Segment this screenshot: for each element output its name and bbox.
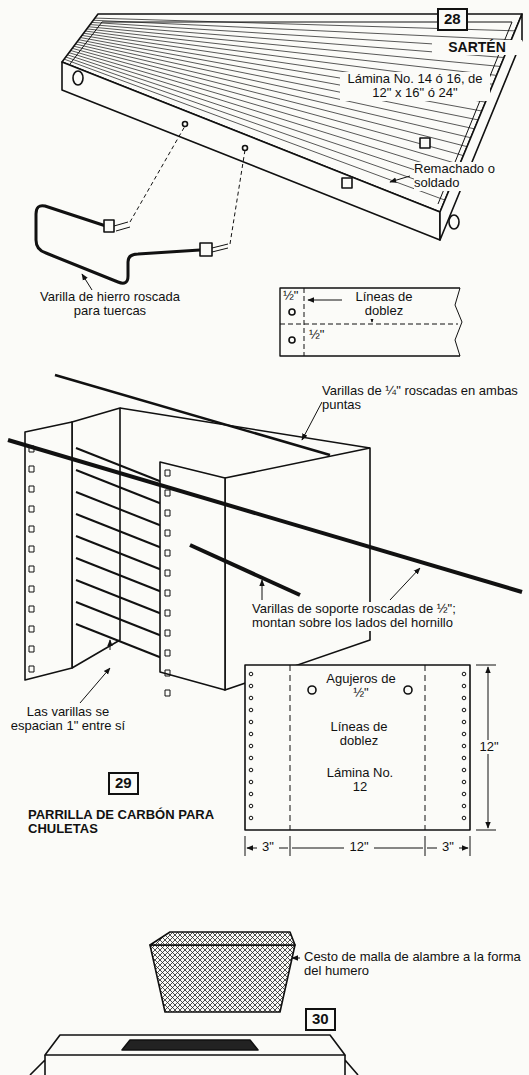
plate-hole: [165, 530, 170, 536]
sheet-hole: [462, 684, 466, 688]
sheet-hole: [462, 720, 466, 724]
dimension: 3": [257, 840, 279, 854]
plate-hole: [165, 670, 170, 676]
callout-number: 30: [305, 1008, 336, 1031]
grill-drawing: [8, 375, 522, 703]
threaded-rod-handle: [36, 126, 245, 283]
bend-detail: [280, 288, 462, 356]
sheet-hole: [462, 816, 466, 820]
sheet-hole: [249, 696, 253, 700]
spec-label: Lámina No. 12: [325, 766, 395, 795]
plate-hole: [165, 570, 170, 576]
callout-number: 28: [444, 11, 461, 28]
dimension: ½": [309, 328, 329, 342]
flat-sheet-pattern: [245, 665, 496, 856]
sheet-hole: [249, 780, 253, 784]
plate-hole: [165, 630, 170, 636]
sheet-hole: [249, 672, 253, 676]
sheet-hole: [462, 768, 466, 772]
plate-hole: [165, 490, 170, 496]
plate-hole: [29, 586, 34, 592]
callout-number: 28: [437, 8, 468, 31]
grill-rod: [76, 624, 162, 658]
title-label: PARRILLA DE CARBÓN PARA CHULETAS: [28, 808, 218, 837]
plate-hole: [165, 470, 170, 476]
note-label: Líneas de doblez: [318, 720, 400, 749]
title-label: SARTÉN: [432, 40, 522, 55]
plate-hole: [29, 646, 34, 652]
leader-line: [390, 176, 410, 182]
plate-hole: [29, 546, 34, 552]
sheet-hole: [462, 708, 466, 712]
plate-hole: [165, 610, 170, 616]
plate-hole: [29, 526, 34, 532]
pan-drawing: [62, 14, 522, 240]
part-label: Cesto de malla de alambre a la forma del…: [304, 950, 524, 979]
grill-rod: [76, 558, 162, 592]
note-label: Líneas de doblez: [345, 290, 423, 319]
sheet-hole: [249, 756, 253, 760]
note-label: Remachado o soldado: [414, 162, 509, 191]
part-label: Varilla de hierro roscada para tuercas: [30, 290, 190, 319]
plate-hole: [29, 486, 34, 492]
sheet-hole: [462, 744, 466, 748]
dimension: 12": [344, 840, 374, 854]
dimension: ½": [283, 289, 303, 303]
sheet-hole: [462, 696, 466, 700]
sheet-hole: [249, 744, 253, 748]
plate-hole: [29, 506, 34, 512]
sheet-hole: [249, 684, 253, 688]
grill-rod: [76, 470, 162, 504]
grill-rod: [76, 580, 162, 614]
callout-number: 29: [115, 775, 132, 792]
sheet-hole: [249, 720, 253, 724]
plate-hole: [29, 566, 34, 572]
plate-hole: [165, 650, 170, 656]
sheet-hole: [462, 804, 466, 808]
callout-number: 30: [312, 1011, 329, 1028]
sheet-hole: [249, 732, 253, 736]
plate-hole: [29, 666, 34, 672]
grill-rod: [76, 492, 162, 526]
plate-hole: [165, 510, 170, 516]
callout-number: 29: [108, 772, 139, 795]
grill-rod: [76, 602, 162, 636]
grill-rod: [76, 536, 162, 570]
sheet-hole: [462, 792, 466, 796]
leader-line: [82, 274, 92, 290]
sheet-hole: [249, 792, 253, 796]
sheet-hole: [462, 672, 466, 676]
plate-hole: [165, 690, 170, 696]
spec-label: Lámina No. 14 ó 16, de 12" x 16" ó 24": [340, 72, 490, 101]
note-label: Agujeros de ½": [322, 672, 400, 701]
sheet-hole: [462, 780, 466, 784]
dimension: 12": [476, 740, 502, 754]
sheet-hole: [249, 708, 253, 712]
sheet-hole: [249, 768, 253, 772]
part-label: Varillas de ¼" roscadas en ambas puntas: [322, 384, 522, 413]
sheet-hole: [249, 816, 253, 820]
sheet-hole: [249, 804, 253, 808]
plate-hole: [165, 590, 170, 596]
plate-hole: [29, 466, 34, 472]
dimension: 3": [437, 840, 459, 854]
plate-hole: [29, 626, 34, 632]
sheet-hole: [462, 756, 466, 760]
part-label: Varillas de soporte roscadas de ½"; mont…: [252, 602, 487, 631]
sheet-hole: [462, 732, 466, 736]
plate-hole: [29, 606, 34, 612]
plate-hole: [165, 550, 170, 556]
note-label: Las varillas se espacian 1" entre sí: [8, 705, 128, 734]
grill-rod: [76, 514, 162, 548]
